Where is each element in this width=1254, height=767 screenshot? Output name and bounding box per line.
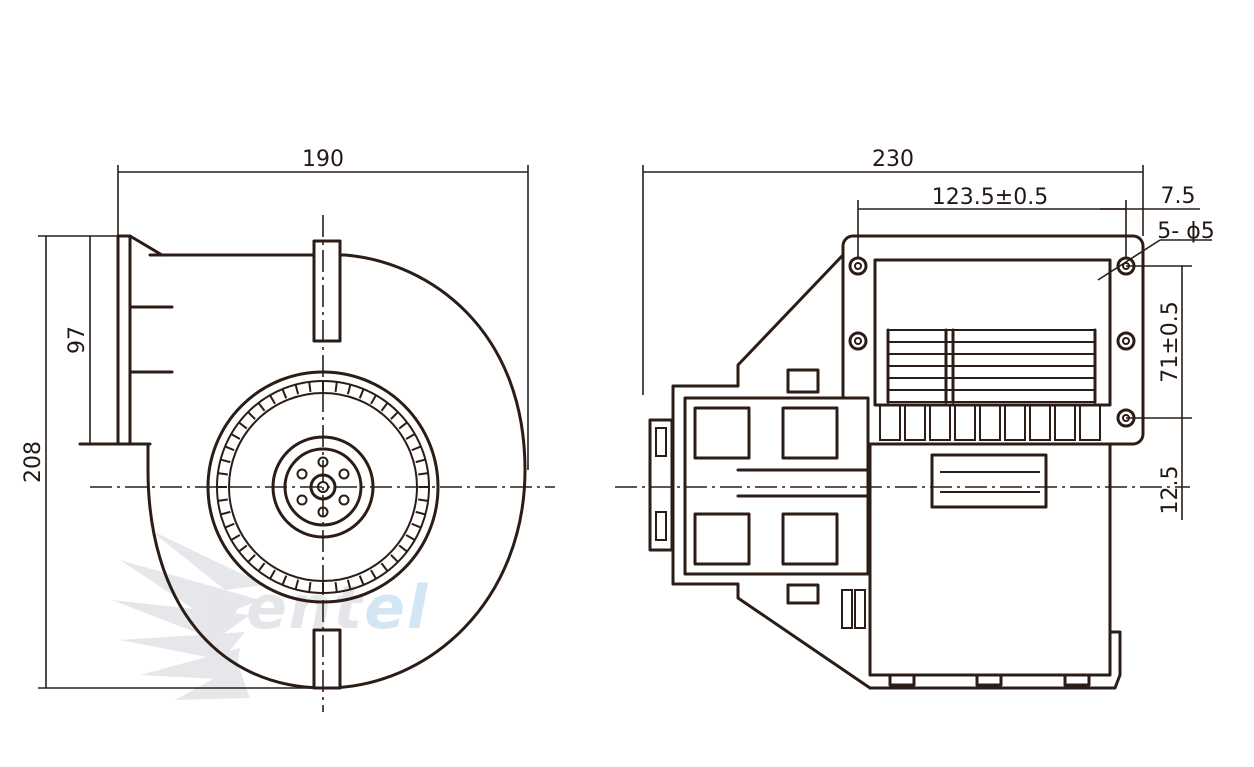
impeller-blade	[247, 554, 256, 563]
connector-window-4	[781, 512, 839, 566]
mounting-flange	[841, 234, 1145, 446]
impeller-blade	[334, 582, 338, 593]
motor-label-plate	[930, 453, 1048, 509]
holes-callout-label: 5- ϕ5	[1157, 219, 1214, 244]
impeller-blade	[269, 569, 276, 580]
impeller-blade	[220, 458, 231, 464]
impeller-blade	[415, 458, 426, 464]
impeller-blade	[281, 388, 288, 399]
inlet-ring	[648, 418, 674, 552]
dim-190-label: 190	[302, 147, 344, 172]
impeller-blade	[418, 498, 429, 502]
outlet-flange	[116, 234, 132, 446]
impeller-blade	[308, 381, 312, 392]
bottom-terminal	[786, 583, 820, 605]
impeller-blade	[238, 421, 248, 430]
impeller-blade	[230, 433, 241, 440]
dim-230-label: 230	[872, 147, 914, 172]
dim-97-label: 97	[65, 326, 90, 354]
impeller-blade	[390, 411, 399, 420]
connector-block	[683, 396, 870, 576]
impeller-blade	[418, 472, 429, 476]
dim-12-5-label: 12.5	[1158, 466, 1183, 515]
dimension-230: 230	[642, 147, 1144, 395]
impeller-blade	[224, 522, 235, 529]
foot-1	[888, 673, 916, 687]
dimension-123-5: 123.5±0.5	[857, 185, 1127, 258]
impeller-blade	[230, 534, 241, 541]
scroll-housing	[146, 253, 527, 690]
dim-208-label: 208	[21, 441, 46, 483]
bottom-lug	[312, 628, 342, 690]
motor-body	[868, 438, 1112, 677]
impeller-blade	[411, 445, 422, 452]
impeller-blade	[398, 544, 408, 553]
impeller-blade	[346, 384, 352, 395]
dim-123-5-label: 123.5±0.5	[932, 185, 1048, 210]
impeller-blade	[415, 510, 426, 516]
top-lug	[312, 239, 342, 343]
impeller-blade	[220, 510, 231, 516]
side-view: 230 123.5±0.5 7.5 5- ϕ5 71±0.5	[615, 147, 1215, 690]
impeller-blade	[358, 388, 365, 399]
housing-skirt	[671, 253, 1122, 690]
holes-callout: 5- ϕ5	[1097, 219, 1215, 281]
connector-window-2	[781, 406, 839, 460]
impeller-blade	[370, 394, 377, 405]
dimension-7-5: 7.5	[1100, 184, 1200, 210]
impeller-blade	[334, 381, 338, 392]
impeller-blade	[308, 582, 312, 593]
impeller-blade	[370, 569, 377, 580]
dim-71-label: 71±0.5	[1158, 301, 1183, 382]
outlet-grille	[886, 328, 1097, 404]
dimension-208: 208	[21, 235, 325, 689]
impeller-blade	[294, 384, 300, 395]
impeller-blade	[247, 411, 256, 420]
impeller-blade	[346, 579, 352, 590]
fan-logo-icon	[112, 530, 265, 700]
foot-3	[1063, 673, 1091, 687]
impeller-blade	[257, 402, 266, 412]
impeller-blade	[257, 562, 266, 572]
dimension-12-5: 12.5	[1158, 418, 1183, 520]
impeller-blade	[358, 575, 365, 586]
top-terminal	[786, 368, 820, 394]
impeller-blade	[217, 472, 228, 476]
impeller-blade	[390, 554, 399, 563]
impeller-blade	[217, 498, 228, 502]
flange-slots	[879, 404, 1101, 441]
dimension-190: 190	[117, 147, 529, 470]
impeller-blade	[294, 579, 300, 590]
dim-7-5-label: 7.5	[1161, 184, 1196, 209]
impeller-blade	[405, 534, 416, 541]
impeller-blade	[380, 562, 389, 572]
impeller-blade	[405, 433, 416, 440]
impeller-blade	[398, 421, 408, 430]
dimension-97: 97	[65, 236, 91, 444]
connector-window-1	[693, 406, 751, 460]
impeller-blade	[238, 544, 248, 553]
impeller-blade	[380, 402, 389, 412]
flange-edge	[128, 234, 164, 257]
impeller-blade	[281, 575, 288, 586]
foot-2	[975, 673, 1003, 687]
front-view: 190 208 97	[21, 147, 555, 712]
connector-window-3	[693, 512, 751, 566]
dimension-71: 71±0.5	[1126, 265, 1192, 419]
impeller-blade	[269, 394, 276, 405]
impeller-blade	[411, 522, 422, 529]
impeller-blade	[224, 445, 235, 452]
